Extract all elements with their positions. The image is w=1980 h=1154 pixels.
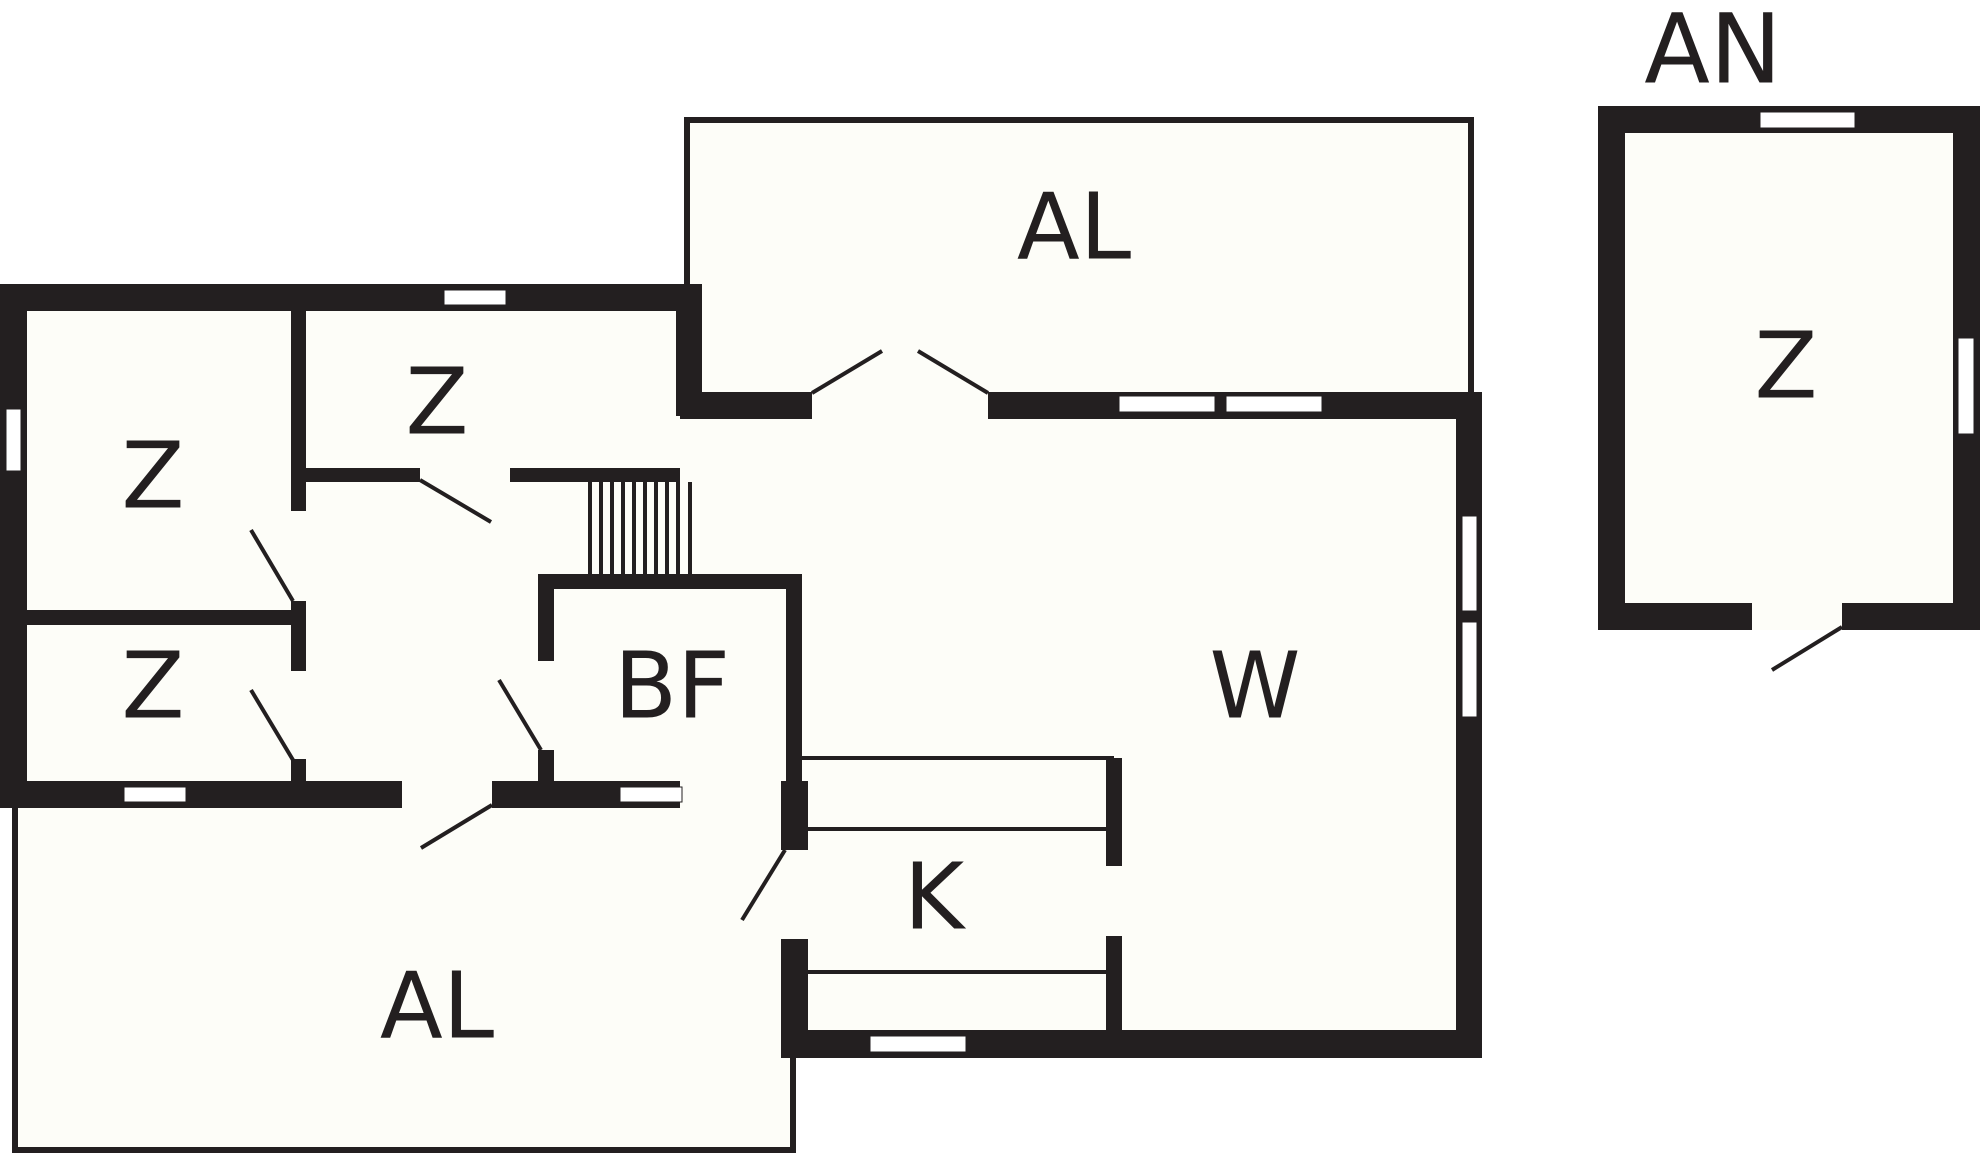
window-living-top-1 — [1118, 395, 1216, 413]
room-label-bedroom-top-left: Z — [121, 422, 184, 529]
wall-between-bedrooms — [27, 610, 291, 625]
room-label-kitchen: K — [904, 843, 967, 950]
window-living-right-1 — [1461, 515, 1478, 612]
door-kitchen-opening — [781, 850, 808, 939]
room-label-bedroom-bottom-left: Z — [121, 632, 184, 739]
wall-living-right — [1456, 392, 1482, 1058]
balcony-top — [684, 117, 1474, 413]
door-bedroom-bottom-left-opening — [291, 671, 306, 759]
door-annex-opening — [1752, 603, 1842, 630]
window-living-top-2 — [1225, 395, 1323, 413]
balcony-bottom — [12, 797, 796, 1153]
room-label-balcony-bottom: AL — [380, 952, 494, 1059]
door-bathroom-leaf — [497, 678, 543, 752]
wall-living-top — [680, 392, 1482, 419]
bathroom-floor — [538, 574, 802, 781]
window-annex-top — [1759, 111, 1856, 129]
annex-label: AN — [1644, 0, 1781, 105]
right-block — [680, 392, 1482, 1058]
window-bottom-left — [123, 786, 187, 803]
door-balcony-top-leaf-right — [916, 349, 990, 395]
bathroom — [538, 574, 802, 781]
room-label-annex-room: Z — [1754, 312, 1817, 419]
door-bathroom-opening — [538, 661, 554, 750]
wall-bathroom-right — [786, 574, 802, 781]
wall-bathroom-top — [538, 574, 802, 589]
door-bedroom-top-left-opening — [291, 511, 306, 601]
room-label-balcony-top: AL — [1017, 173, 1131, 280]
window-top-mid — [443, 289, 507, 306]
staircase — [588, 482, 692, 574]
door-balcony-top-opening — [812, 392, 988, 419]
door-balcony-bottom-leaf — [419, 803, 494, 850]
window-kitchen-bottom — [869, 1035, 967, 1053]
room-label-living-room: W — [1210, 632, 1301, 739]
windows — [5, 289, 1478, 1053]
room-label-bedroom-top-mid: Z — [405, 348, 468, 455]
balcony-bottom-outline — [12, 797, 796, 1153]
window-annex-right — [1957, 337, 1975, 435]
balcony-top-outline — [684, 117, 1474, 413]
door-bedroom-mid-opening — [420, 468, 510, 482]
window-left — [5, 408, 22, 472]
annex-floor — [1625, 133, 1953, 603]
doors — [249, 349, 990, 939]
door-bedroom-bottom-left-leaf — [249, 688, 295, 762]
door-bedroom-top-left-leaf — [249, 528, 295, 603]
window-bottom-bathroom — [619, 786, 683, 803]
door-kitchen-leaf — [740, 848, 787, 922]
wall-top-left — [0, 284, 702, 311]
door-balcony-top-leaf-left — [810, 349, 884, 395]
window-living-right-2 — [1461, 621, 1478, 718]
annex — [1598, 106, 1980, 672]
wall-kitchen-right-upper — [1106, 758, 1122, 866]
room-label-bathroom: BF — [614, 632, 730, 739]
right-block-floor — [680, 392, 1482, 1058]
door-annex-leaf — [1770, 625, 1844, 672]
wall-left — [0, 284, 27, 808]
door-bedroom-mid-leaf — [418, 478, 493, 524]
door-balcony-bottom-opening — [402, 781, 492, 808]
wall-kitchen-right-lower — [1106, 936, 1122, 1030]
